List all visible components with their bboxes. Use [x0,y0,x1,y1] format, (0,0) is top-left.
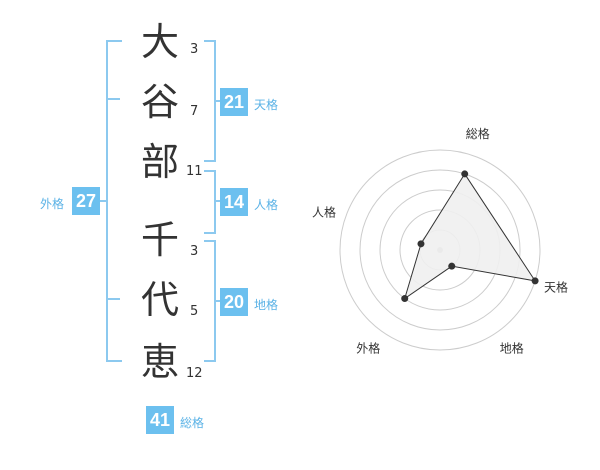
gaikaku-bracket [106,40,122,362]
name-char-3: 部 [140,140,179,184]
chikaku-connector [214,300,222,302]
soukaku-badge: 41 [146,406,174,434]
radar-grid-ring [359,169,521,331]
stroke-count-1: 3 [190,42,199,57]
gaikaku-connector [100,200,108,202]
radar-point-5 [417,240,425,248]
chikaku-badge: 20 [220,288,248,316]
radar-point-4 [401,295,409,303]
gaikaku-badge: 27 [72,187,100,215]
soukaku-label: 総格 [180,416,205,430]
stroke-count-3: 11 [186,164,203,179]
radar-point-1 [461,170,469,178]
radar-axis-label-4: 外格 [356,341,380,356]
tenkaku-connector [214,100,222,102]
name-char-6: 恵 [140,340,179,384]
radar-axis-label-2: 天格 [544,280,568,295]
gaikaku-bracket-tick [106,298,120,300]
gaikaku-bracket-tick [106,98,120,100]
gaikaku-label: 外格 [40,197,65,211]
radar-grid-ring [339,149,541,351]
name-char-2: 谷 [140,80,179,124]
tenkaku-badge: 21 [220,88,248,116]
radar-point-3 [448,262,456,270]
radar-point-2 [531,277,539,285]
stroke-count-2: 7 [190,104,199,119]
jinkaku-connector [214,200,222,202]
jinkaku-label: 人格 [254,198,279,212]
jinkaku-badge: 14 [220,188,248,216]
chikaku-label: 地格 [254,298,279,312]
name-char-4: 千 [140,218,179,262]
radar-axis-label-3: 地格 [500,341,524,356]
stroke-count-6: 12 [186,366,203,381]
jinkaku-bracket [204,170,216,234]
tenkaku-label: 天格 [254,98,279,112]
name-char-1: 大 [140,20,179,64]
radar-data-polygon [403,172,537,300]
radar-axis-label-1: 総格 [466,126,490,141]
name-char-5: 代 [140,278,179,322]
stroke-count-5: 5 [190,304,199,319]
radar-axis-label-5: 人格 [312,204,336,219]
stroke-count-4: 3 [190,244,199,259]
